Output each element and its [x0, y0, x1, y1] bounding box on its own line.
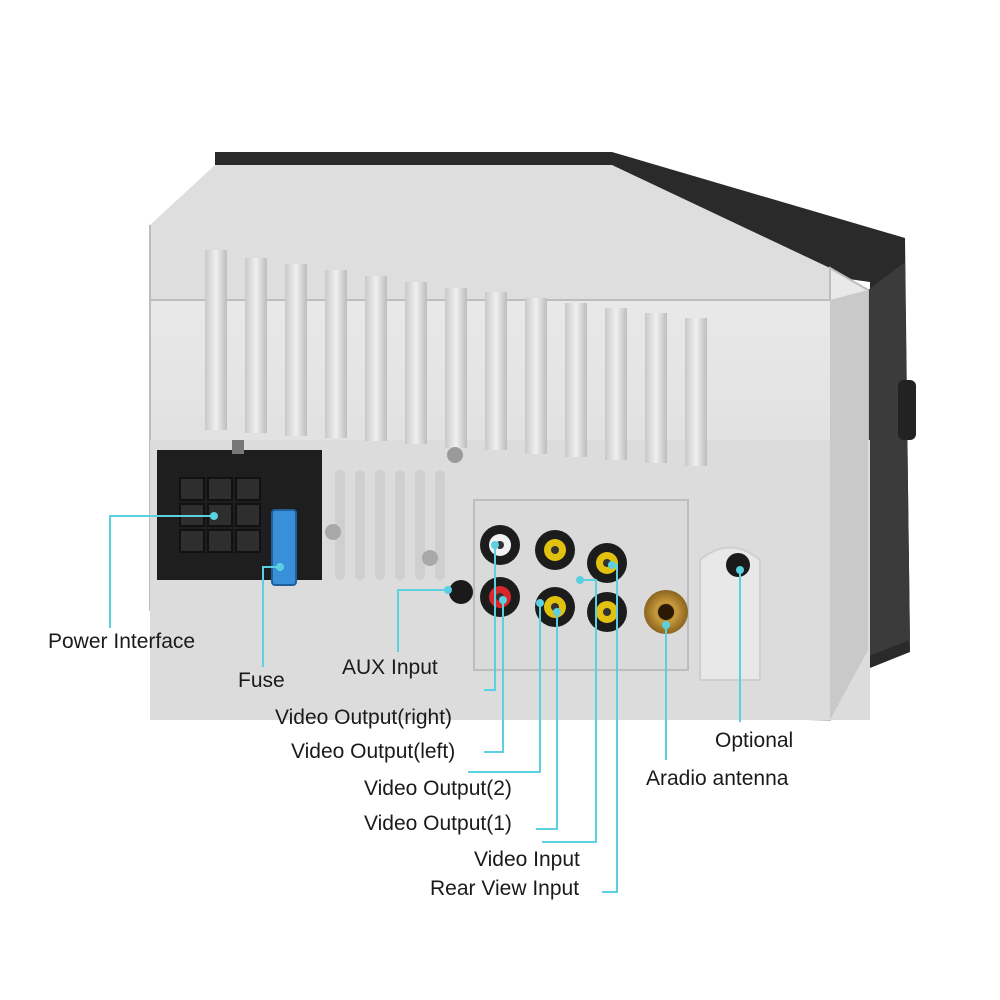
line-video-output-right	[484, 545, 496, 691]
line-power-interface	[109, 515, 214, 628]
screw	[325, 524, 341, 540]
screw	[447, 447, 463, 463]
cooling-fins	[205, 250, 707, 466]
line-video-output-1	[536, 612, 558, 830]
label-video-output-left: Video Output(left)	[291, 740, 456, 763]
fin	[525, 298, 547, 454]
fin	[405, 282, 427, 444]
line-aux-input	[397, 589, 448, 652]
fin	[605, 308, 627, 460]
callout-dots	[210, 512, 744, 629]
label-video-output-1: Video Output(1)	[364, 812, 512, 835]
label-video-input: Video Input	[474, 848, 580, 871]
label-rear-view-input: Rear View Input	[430, 877, 580, 900]
right-face	[830, 290, 868, 720]
vent-slots	[335, 470, 445, 580]
line-fuse	[262, 566, 280, 667]
power-connector	[157, 440, 322, 580]
label-video-output-2: Video Output(2)	[364, 777, 512, 800]
gps-housing	[699, 546, 761, 681]
fin	[485, 292, 507, 450]
line-video-output-2	[468, 603, 541, 773]
vent-slot	[435, 470, 445, 580]
fin	[445, 288, 467, 448]
housing-top	[150, 165, 830, 300]
vent-slot	[375, 470, 385, 580]
callout-lines	[109, 515, 741, 893]
label-fuse: Fuse	[238, 669, 285, 692]
screw	[422, 550, 438, 566]
vent-slot	[355, 470, 365, 580]
side-knob	[898, 380, 916, 440]
fin	[285, 264, 307, 436]
fin	[205, 250, 227, 430]
label-radio-antenna: Aradio antenna	[646, 767, 789, 790]
vent-slot	[395, 470, 405, 580]
fin	[365, 276, 387, 441]
label-aux-input: AUX Input	[342, 656, 438, 679]
fin	[565, 303, 587, 457]
label-optional: Optional	[715, 729, 794, 752]
gps-jack	[726, 553, 750, 577]
vent-slot	[335, 470, 345, 580]
aux-jack	[449, 580, 473, 604]
fin	[245, 258, 267, 433]
line-video-input	[542, 579, 597, 843]
label-video-output-right: Video Output(right)	[275, 706, 453, 729]
line-video-output-left	[484, 600, 504, 753]
fin	[325, 270, 347, 438]
fin	[645, 313, 667, 463]
vent-slot	[415, 470, 425, 580]
fin	[685, 318, 707, 466]
label-power-interface: Power Interface	[48, 630, 196, 653]
fuse-body	[271, 509, 297, 586]
